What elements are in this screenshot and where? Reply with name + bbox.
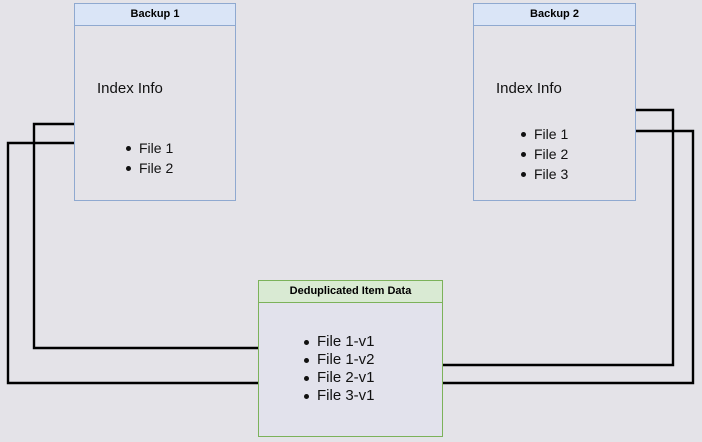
backup-2-file-list: File 1 File 2 File 3 — [518, 124, 568, 184]
node-dedup-body: File 1-v1 File 1-v2 File 2-v1 File 3-v1 — [259, 303, 442, 436]
backup-1-file-list: File 1 File 2 — [123, 138, 173, 178]
list-item: File 3-v1 — [301, 387, 375, 405]
node-backup-1-body: Index Info File 1 File 2 — [75, 26, 235, 200]
list-item: File 3 — [518, 164, 568, 184]
list-item: File 2-v1 — [301, 369, 375, 387]
list-item: File 1 — [123, 138, 173, 158]
node-backup-2-header: Backup 2 — [474, 4, 635, 26]
node-backup-2[interactable]: Backup 2 Index Info File 1 File 2 File 3 — [473, 3, 636, 201]
node-backup-2-body: Index Info File 1 File 2 File 3 — [474, 26, 635, 200]
list-item: File 1-v2 — [301, 351, 375, 369]
node-backup-1-header: Backup 1 — [75, 4, 235, 26]
backup-2-index-label: Index Info — [496, 80, 562, 97]
node-deduplicated-item-data[interactable]: Deduplicated Item Data File 1-v1 File 1-… — [258, 280, 443, 437]
list-item: File 1-v1 — [301, 333, 375, 351]
dedup-item-list: File 1-v1 File 1-v2 File 2-v1 File 3-v1 — [301, 333, 375, 405]
list-item: File 1 — [518, 124, 568, 144]
node-backup-1[interactable]: Backup 1 Index Info File 1 File 2 — [74, 3, 236, 201]
node-dedup-header: Deduplicated Item Data — [259, 281, 442, 303]
list-item: File 2 — [123, 158, 173, 178]
backup-1-index-label: Index Info — [97, 80, 163, 97]
list-item: File 2 — [518, 144, 568, 164]
